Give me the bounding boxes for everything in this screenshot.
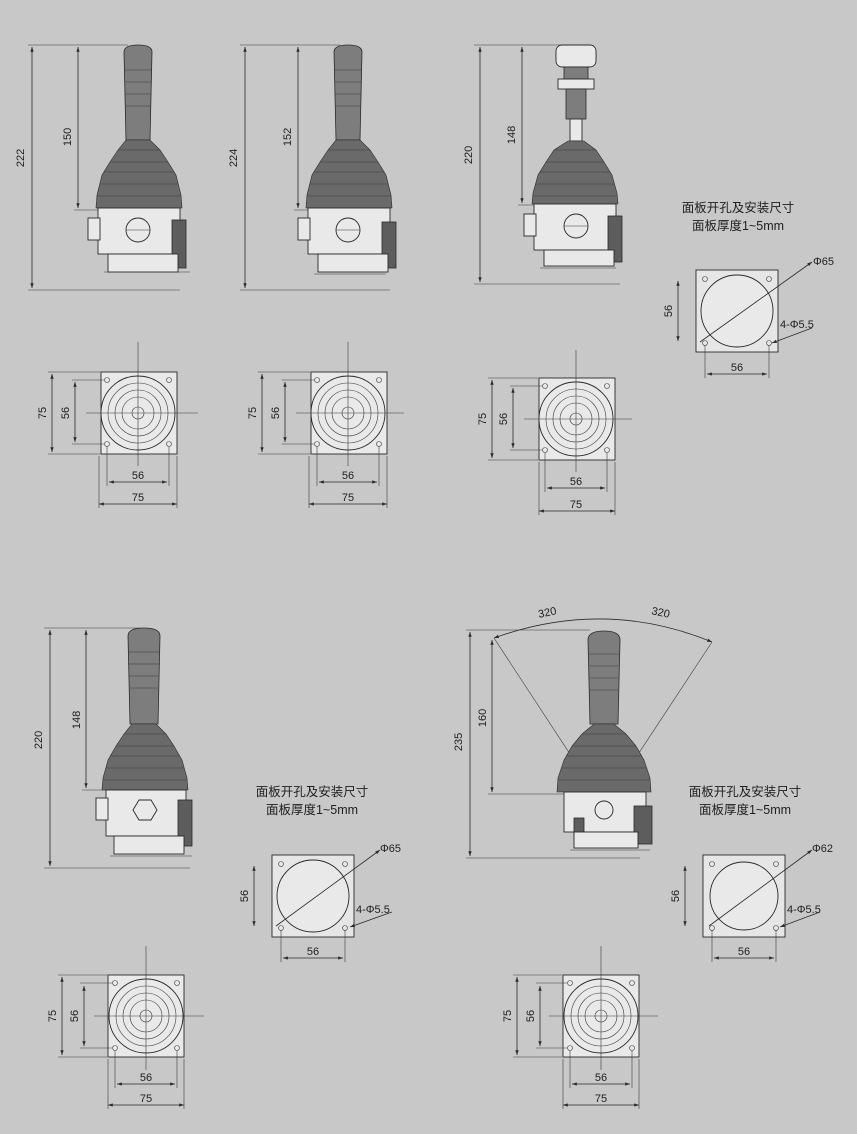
outer-width-label: 75: [140, 1093, 152, 1105]
lever-height-label: 160: [477, 709, 489, 727]
overall-height-label: 222: [15, 149, 27, 167]
front-view-2: 224 152: [228, 44, 397, 291]
panel-thickness-note: 面板厚度1~5mm: [692, 218, 784, 233]
inner-width-label: 56: [570, 476, 582, 488]
cutout-diameter-label: Φ65: [813, 256, 834, 268]
overall-height-label: 224: [228, 149, 240, 167]
outer-width-label: 75: [570, 499, 582, 511]
cutout-width-label: 56: [731, 362, 743, 374]
cutout-height-label: 56: [670, 890, 682, 902]
panel-cutout-1: 面板开孔及安装尺寸 面板厚度1~5mm Φ65 4-Φ5.5 56 56: [663, 200, 834, 378]
inner-width-label: 56: [595, 1072, 607, 1084]
joystick-front: [556, 630, 653, 851]
outer-width-label: 75: [342, 492, 354, 504]
inner-width-label: 56: [132, 470, 144, 482]
front-view-3: 220 148: [463, 44, 623, 285]
dimension-overall-height: 220: [463, 44, 620, 285]
front-view-4: 220 148: [33, 627, 193, 869]
outer-width-label: 75: [132, 492, 144, 504]
joystick-front: [87, 44, 190, 273]
top-view-2: 75 56 56 75: [247, 342, 404, 508]
top-view-3: 75 56 56 75: [477, 350, 632, 515]
inner-width-label: 56: [342, 470, 354, 482]
joystick-front: [95, 627, 193, 857]
outer-height-label: 75: [37, 407, 49, 419]
panel-cutout-title: 面板开孔及安装尺寸: [682, 200, 795, 215]
dimension-lever-height: 148: [506, 47, 538, 206]
overall-height-label: 220: [463, 146, 475, 164]
dimension-overall-height: 220: [33, 627, 190, 869]
front-view-1: 222 150: [15, 44, 190, 291]
cutout-height-label: 56: [663, 305, 675, 317]
dimension-lever-height: 152: [282, 47, 320, 211]
lever-height-label: 152: [282, 128, 294, 146]
mounting-holes-label: 4-Φ5.5: [780, 319, 814, 331]
panel-cutout-title: 面板开孔及安装尺寸: [256, 784, 369, 799]
swing-right-label: 320: [650, 605, 670, 621]
dimension-lever-height: 148: [71, 630, 106, 791]
panel-thickness-note: 面板厚度1~5mm: [266, 802, 358, 817]
joystick-front: [297, 44, 397, 275]
top-view-5: 75 56 56 75: [502, 946, 658, 1109]
lever-height-label: 150: [62, 128, 74, 146]
inner-height-label: 56: [69, 1010, 81, 1022]
joystick-front: [523, 44, 623, 269]
inner-width-label: 56: [140, 1072, 152, 1084]
swing-left-label: 320: [537, 605, 557, 621]
lever-height-label: 148: [71, 711, 83, 729]
mounting-holes-label: 4-Φ5.5: [787, 904, 821, 916]
outer-height-label: 75: [247, 407, 259, 419]
dimension-lever-height: 160: [477, 640, 570, 795]
outer-height-label: 75: [477, 413, 489, 425]
outer-height-label: 75: [47, 1010, 59, 1022]
panel-cutout-3: 面板开孔及安装尺寸 面板厚度1~5mm Φ62 4-Φ5.5 56 56: [670, 784, 833, 962]
inner-height-label: 56: [270, 407, 282, 419]
overall-height-label: 235: [453, 733, 465, 751]
dimension-overall-height: 222: [15, 44, 180, 291]
mounting-holes-label: 4-Φ5.5: [356, 904, 390, 916]
cutout-height-label: 56: [239, 890, 251, 902]
cutout-diameter-label: Φ62: [812, 843, 833, 855]
inner-height-label: 56: [525, 1010, 537, 1022]
dimension-lever-height: 150: [62, 47, 110, 211]
dimension-overall-height: 224: [228, 44, 390, 291]
dimension-overall-height: 235: [453, 629, 640, 859]
inner-height-label: 56: [60, 407, 72, 419]
outer-width-label: 75: [595, 1093, 607, 1105]
top-view-4: 75 56 56 75: [47, 946, 204, 1109]
panel-cutout-2: 面板开孔及安装尺寸 面板厚度1~5mm Φ65 4-Φ5.5 56 56: [239, 784, 401, 962]
top-view-1: 75 56 56 75: [37, 342, 198, 508]
outer-height-label: 75: [502, 1010, 514, 1022]
overall-height-label: 220: [33, 731, 45, 749]
panel-cutout-title: 面板开孔及安装尺寸: [689, 784, 802, 799]
inner-height-label: 56: [498, 413, 510, 425]
lever-height-label: 148: [506, 126, 518, 144]
front-view-5: 320 320 235 160: [453, 605, 713, 859]
cutout-width-label: 56: [738, 946, 750, 958]
panel-thickness-note: 面板厚度1~5mm: [699, 802, 791, 817]
cutout-width-label: 56: [307, 946, 319, 958]
cutout-diameter-label: Φ65: [380, 843, 401, 855]
